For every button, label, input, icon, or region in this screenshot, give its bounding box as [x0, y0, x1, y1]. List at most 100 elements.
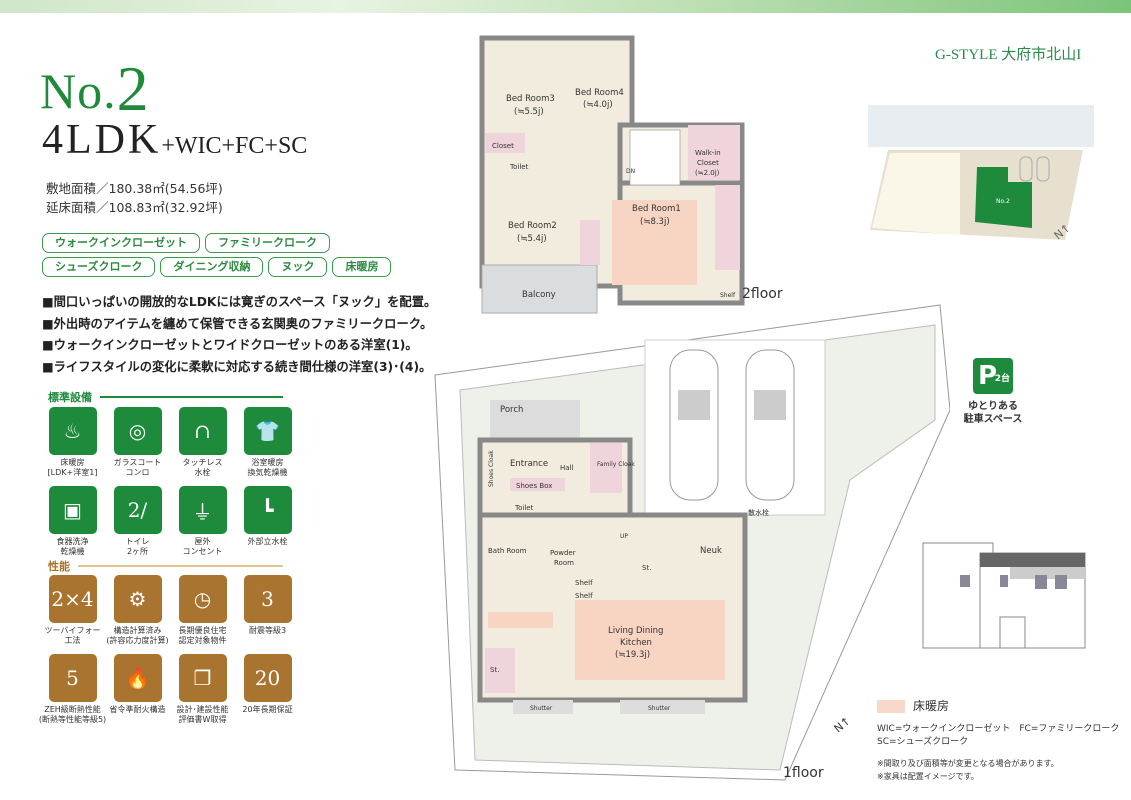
glass-cooktop-icon: ◎ — [113, 407, 162, 455]
lot-no2 — [975, 167, 1032, 228]
equipment-icons: ♨床暖房[LDK+洋室1]◎ガラスコートコンロ∩タッチレス水栓👕浴室暖房換気乾燥… — [40, 407, 300, 559]
svg-text:Closet: Closet — [697, 159, 719, 167]
feature-label: 床暖房[LDK+洋室1] — [47, 458, 98, 477]
floor-heating-area — [612, 200, 697, 285]
floor-heating-area — [575, 600, 725, 680]
svg-text:Toilet: Toilet — [514, 504, 534, 512]
floor-plan-1f: Porch Shoes Cloak Entrance Hall Family C… — [434, 304, 950, 781]
house-elevation — [922, 542, 1086, 649]
floor-plan-2f: Bed Room3 (≒5.5j) Bed Room4 (≒4.0j) Closet… — [479, 35, 783, 314]
svg-text:(≒5.4j): (≒5.4j) — [517, 234, 547, 244]
feature-label: 構造計算済み(許容応力度計算) — [106, 626, 169, 645]
svg-text:Shutter: Shutter — [648, 705, 671, 712]
feature-label: 屋外コンセント — [182, 537, 223, 556]
dishwasher-icon: ▣ — [48, 486, 97, 534]
tag: ダイニング収納 — [160, 257, 264, 277]
feature-label: 20年長期保証 — [242, 705, 293, 714]
svg-text:Bed Room3: Bed Room3 — [506, 94, 555, 104]
svg-text:(≒19.3j): (≒19.3j) — [615, 650, 650, 660]
svg-text:Shelf: Shelf — [720, 292, 736, 299]
svg-text:Hall: Hall — [560, 464, 573, 472]
top-decorative-band — [0, 0, 1131, 13]
svg-text:Bed Room4: Bed Room4 — [575, 88, 624, 98]
svg-text:(≒5.5j): (≒5.5j) — [514, 107, 544, 117]
svg-text:(≒2.0j): (≒2.0j) — [695, 169, 720, 177]
feature-item: ⏚屋外コンセント — [170, 486, 235, 559]
feature-tags: ウォークインクローゼット ファミリークローク シューズクローク ダイニング収納 … — [42, 233, 422, 277]
road — [868, 105, 1094, 147]
svg-text:Family Cloak: Family Cloak — [597, 461, 635, 468]
neighbor-lot — [872, 153, 960, 235]
feature-item: ⚙ 構造計算済み(許容応力度計算) — [105, 575, 170, 648]
svg-text:Shutter: Shutter — [530, 705, 553, 712]
svg-text:Living Dining: Living Dining — [608, 626, 663, 636]
feature-label: ツーバイフォー工法 — [44, 626, 101, 645]
plan-number: No.2 — [40, 53, 150, 124]
feature-item: ♨ 床暖房[LDK+洋室1] — [40, 407, 105, 480]
feature-label: 食器洗浄乾燥機 — [56, 537, 89, 556]
feature-item: 👕 浴室暖房換気乾燥機 — [235, 407, 300, 480]
svg-text:Room: Room — [554, 559, 574, 567]
feature-item: ▣ 食器洗浄乾燥機 — [40, 486, 105, 559]
feature-bullets: ■間口いっぱいの開放的なLDKには寛ぎのスペース「ヌック」を配置。 ■外出時のア… — [42, 292, 436, 378]
car-icon — [1036, 156, 1050, 182]
svg-text:(≒4.0j): (≒4.0j) — [583, 100, 613, 110]
svg-text:UP: UP — [620, 533, 628, 540]
tag: ファミリークローク — [205, 233, 330, 253]
layout-type: 4LDK+WIC+FC+SC — [42, 117, 308, 163]
feature-label: 外部立水栓 — [247, 537, 288, 546]
bullet: ■ウォークインクローゼットとワイドクローゼットのある洋室(1)。 — [42, 338, 418, 352]
outdoor-faucet-icon: ┗ — [243, 486, 292, 534]
earthquake-grade-icon: 3 — [243, 575, 292, 623]
brand-title: G-STYLE 大府市北山I — [935, 47, 1082, 63]
feature-item: ┗ 外部立水栓 — [235, 486, 300, 559]
svg-text:Closet: Closet — [492, 142, 514, 150]
two-by-four-icon: 2×4 — [48, 575, 97, 623]
svg-text:Shelf: Shelf — [575, 592, 593, 600]
site-area: 敷地面積／180.38㎡(54.56坪) — [46, 181, 223, 196]
svg-text:Entrance: Entrance — [510, 459, 548, 469]
feature-label: 設計･建設性能評価書W取得 — [176, 705, 229, 724]
feature-label: 浴室暖房換気乾燥機 — [247, 458, 288, 477]
feature-item: ❐設計･建設性能評価書W取得 — [170, 654, 235, 727]
svg-text:Shoes Box: Shoes Box — [516, 482, 552, 490]
feature-label: ZEH級断熱性能(断熱等性能等級5) — [38, 705, 107, 724]
svg-text:Kitchen: Kitchen — [620, 638, 652, 648]
tag: 床暖房 — [332, 257, 392, 277]
car-icon — [669, 349, 719, 501]
svg-text:St.: St. — [490, 666, 499, 674]
floor-area: 延床面積／108.83㎡(32.92坪) — [46, 200, 223, 215]
touchless-faucet-icon: ∩ — [178, 407, 227, 455]
performance-icons: 2×4 ツーバイフォー工法 ⚙ 構造計算済み(許容応力度計算)◷長期優良住宅認定対象物… — [38, 575, 300, 727]
floor-heating-swatch — [877, 700, 905, 713]
performance-heading: 性能 — [48, 558, 283, 574]
bullet: ■間口いっぱいの開放的なLDKには寛ぎのスペース「ヌック」を配置。 — [42, 295, 437, 309]
svg-text:Walk-in: Walk-in — [695, 149, 721, 157]
long-term-housing-icon: ◷ — [178, 575, 227, 623]
legend: 床暖房 WIC=ウォークインクローゼット FC=ファミリークローク SC=シュー… — [877, 699, 1120, 781]
bathroom-dryer-icon: 👕 — [243, 407, 292, 455]
svg-text:Balcony: Balcony — [522, 290, 556, 300]
toilet-icon: 2/ — [113, 486, 162, 534]
lot-label: No.2 — [996, 198, 1010, 205]
stairs — [629, 129, 681, 186]
svg-text:Toilet: Toilet — [509, 163, 529, 171]
structural-calc-icon: ⚙ — [113, 575, 162, 623]
svg-text:Porch: Porch — [500, 405, 523, 415]
feature-item: ◷長期優良住宅認定対象物件 — [170, 575, 235, 648]
car-icon — [1019, 156, 1033, 182]
svg-text:散水栓: 散水栓 — [748, 508, 769, 517]
feature-item: ◎ガラスコートコンロ — [105, 407, 170, 480]
car-icon — [745, 349, 795, 501]
svg-text:(≒8.3j): (≒8.3j) — [640, 217, 670, 227]
floor-heating-icon: ♨ — [48, 407, 97, 455]
bullet: ■ライフスタイルの変化に柔軟に対応する続き間仕様の洋室(3)･(4)。 — [42, 359, 432, 374]
floor-label-1f: 1floor — [783, 765, 824, 781]
svg-text:Powder: Powder — [550, 549, 576, 557]
zeh-insulation-icon: 5 — [48, 654, 97, 702]
fire-resistant-icon: 🔥 — [113, 654, 162, 702]
